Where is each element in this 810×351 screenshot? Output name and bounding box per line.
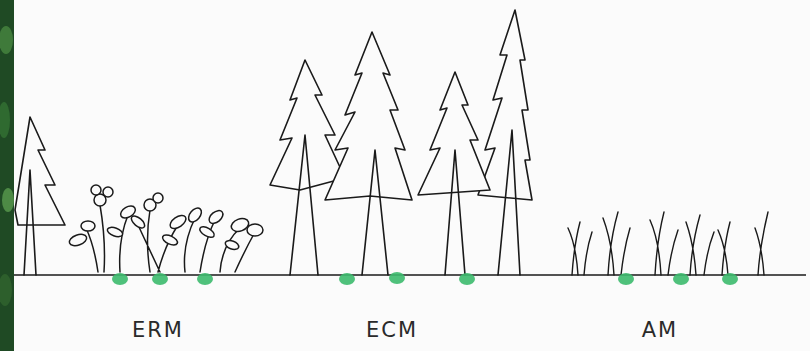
grass-clump: [603, 212, 630, 275]
foliage-photo-strip: [0, 0, 14, 351]
mycorrhiza-dot: [389, 272, 405, 284]
conifer-tree: [418, 72, 490, 195]
tree-trunk: [498, 130, 520, 275]
group-label: ECM: [366, 318, 418, 342]
mycorrhiza-dot: [339, 273, 355, 285]
conifer-tree: [325, 32, 412, 200]
mycorrhiza-dot: [618, 273, 634, 285]
shrub-stem: [86, 205, 255, 272]
grass-clump: [755, 212, 768, 275]
mycorrhiza-dot: [197, 273, 213, 285]
group-label: ERM: [132, 318, 184, 342]
mycorrhiza-dot: [112, 273, 128, 285]
mycorrhiza-dot: [152, 273, 168, 285]
tree-trunk: [290, 135, 318, 275]
grass-clump: [718, 222, 730, 275]
grasses: [568, 212, 768, 275]
grass-clump: [650, 212, 678, 275]
conifer-tree: [15, 117, 65, 225]
group-label: AM: [642, 318, 678, 342]
ericaceous-shrubs: [68, 185, 263, 272]
conifer-trees: [15, 10, 532, 275]
shrub-leaves: [68, 185, 263, 251]
mycorrhiza-dot: [459, 273, 475, 285]
conifer-tree: [478, 10, 532, 200]
grass-clump: [568, 222, 592, 275]
mycorrhiza-dot: [722, 273, 738, 285]
tree-trunk: [24, 170, 36, 275]
grass-clump: [686, 215, 714, 275]
mycorrhiza-dots: [112, 272, 738, 285]
tree-trunk: [362, 150, 388, 275]
mycorrhiza-dot: [673, 273, 689, 285]
tree-trunk: [445, 150, 465, 275]
